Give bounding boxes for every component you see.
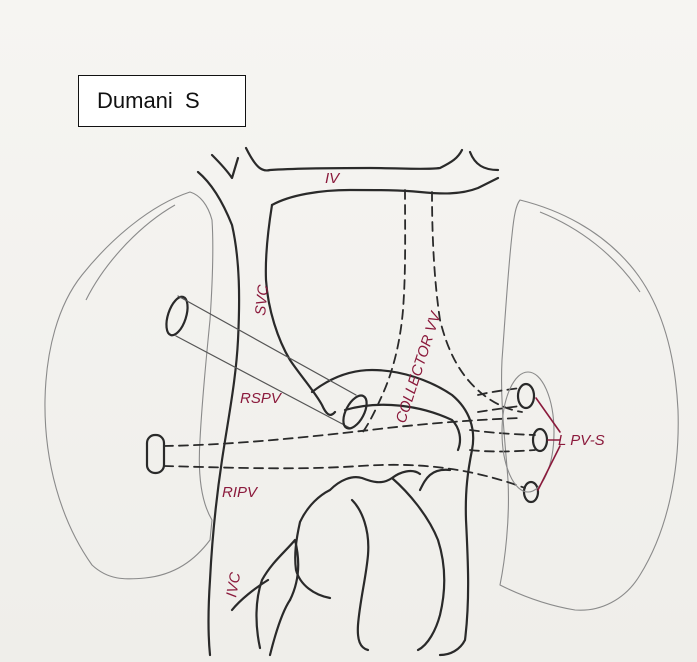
innominate-vein-top-contour bbox=[212, 148, 498, 178]
right-lung-inner-line bbox=[86, 205, 175, 300]
right-lung-outline bbox=[45, 192, 213, 579]
lpvs-pointer-lines bbox=[536, 398, 560, 490]
ripv-dashed-top bbox=[164, 418, 520, 446]
label-lpv-s: L PV-S bbox=[558, 432, 605, 449]
label-ivc: IVC bbox=[223, 571, 244, 599]
left-lung-inner-line bbox=[540, 212, 640, 292]
heart-outline bbox=[270, 370, 473, 655]
lpv-upper-dashed bbox=[478, 388, 520, 412]
label-iv: IV bbox=[325, 170, 341, 187]
label-rspv: RSPV bbox=[240, 390, 283, 407]
label-ripv: RIPV bbox=[222, 484, 259, 501]
ripv-proximal-cap bbox=[147, 435, 164, 473]
lpv-middle-ellipse bbox=[533, 429, 547, 451]
heart-inner-septum bbox=[295, 471, 444, 650]
left-lung-outline bbox=[500, 200, 678, 610]
innominate-vein-bottom-contour bbox=[272, 178, 498, 205]
label-svc: SVC bbox=[252, 284, 272, 317]
author-name-box: Dumani S bbox=[78, 75, 246, 127]
lpv-upper-ellipse bbox=[518, 384, 534, 408]
collector-vein-right-dashed bbox=[432, 192, 522, 412]
pulmonary-connection-line bbox=[420, 470, 450, 490]
author-name-text: Dumani S bbox=[97, 88, 200, 114]
